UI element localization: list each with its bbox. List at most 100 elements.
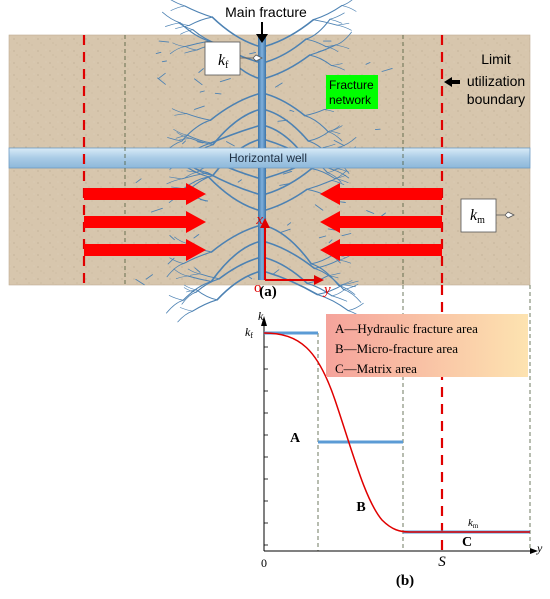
fracture-branch bbox=[342, 284, 356, 288]
region-b-label: B bbox=[356, 500, 365, 515]
main-fracture-top bbox=[258, 35, 266, 148]
flow-arrow bbox=[320, 183, 442, 205]
fracture-branch bbox=[311, 168, 335, 179]
fracture-branch bbox=[187, 268, 201, 275]
fracture-branch bbox=[183, 176, 209, 190]
fracture-branch bbox=[158, 40, 170, 43]
fracture-branch bbox=[218, 257, 259, 280]
fracture-branch bbox=[277, 119, 288, 122]
limit-boundary-label: Limit utilization boundary bbox=[444, 51, 525, 107]
fracture-branch bbox=[327, 172, 342, 183]
fracture-branch bbox=[265, 241, 316, 270]
fracture-branch bbox=[341, 0, 353, 6]
fracture-branch bbox=[339, 137, 357, 148]
fracture-branch bbox=[246, 275, 253, 280]
fracture-branch bbox=[155, 51, 162, 55]
fracture-branch bbox=[177, 310, 193, 323]
fracture-branch bbox=[181, 119, 211, 142]
fracture-branch bbox=[209, 93, 259, 121]
caption-b: (b) bbox=[396, 573, 414, 589]
fracture-branch bbox=[282, 170, 293, 175]
fracture-branch bbox=[341, 5, 357, 12]
fracture-branch bbox=[305, 18, 331, 40]
fracture-branch bbox=[166, 263, 185, 278]
fracture-branch bbox=[182, 280, 212, 301]
fracture-branch bbox=[174, 113, 187, 116]
fracture-branch bbox=[336, 24, 352, 31]
fracture-branch bbox=[168, 295, 184, 301]
fracture-branch bbox=[249, 52, 256, 55]
legend-item-b: B—Micro-fracture area bbox=[335, 341, 458, 356]
fracture-branch bbox=[184, 5, 213, 18]
fracture-branch bbox=[327, 131, 343, 142]
fracture-branch bbox=[186, 113, 211, 121]
fracture-branch bbox=[318, 235, 327, 239]
fracture-branch bbox=[343, 289, 362, 303]
fracture-branch bbox=[331, 170, 347, 181]
fracture-branch bbox=[183, 287, 197, 293]
fracture-branch bbox=[306, 179, 333, 190]
legend-item-a: A—Hydraulic fracture area bbox=[335, 321, 478, 336]
svg-text:kf: kf bbox=[218, 52, 229, 71]
fracture-branch bbox=[166, 299, 184, 314]
fracture-branch bbox=[196, 141, 204, 144]
fracture-branch bbox=[165, 22, 181, 27]
fracture-branch bbox=[312, 19, 338, 26]
fracture-branch bbox=[169, 235, 175, 241]
fracture-branch bbox=[199, 90, 205, 93]
fracture-branch bbox=[265, 109, 310, 142]
svg-text:Fracture: Fracture bbox=[329, 78, 374, 92]
flow-arrow bbox=[84, 183, 206, 205]
fracture-branch bbox=[199, 273, 220, 280]
fracture-branch bbox=[188, 16, 213, 26]
fracture-branch bbox=[161, 60, 167, 63]
fracture-branch bbox=[175, 25, 190, 29]
fracture-branch bbox=[178, 138, 191, 141]
fracture-branch bbox=[182, 140, 186, 145]
fracture-branch bbox=[184, 40, 210, 48]
region-c-label: C bbox=[462, 535, 472, 550]
horizontal-well bbox=[8, 147, 531, 169]
fracture-branch bbox=[381, 67, 393, 72]
fracture-branch bbox=[309, 54, 332, 66]
fracture-branch bbox=[196, 289, 218, 301]
fracture-branch bbox=[287, 222, 292, 226]
fracture-branch bbox=[316, 284, 344, 295]
fracture-branch bbox=[347, 302, 364, 311]
permeability-curve bbox=[263, 332, 530, 533]
fracture-branch bbox=[170, 0, 185, 7]
fracture-branch bbox=[366, 210, 375, 214]
legend-item-c: C—Matrix area bbox=[335, 361, 417, 376]
fracture-branch bbox=[237, 179, 242, 183]
fracture-branch bbox=[193, 234, 200, 239]
svg-text:utilization: utilization bbox=[467, 73, 525, 89]
fracture-branch bbox=[265, 167, 313, 195]
fracture-branch bbox=[312, 5, 343, 21]
fracture-branch bbox=[331, 65, 345, 71]
fracture-branch bbox=[207, 176, 259, 211]
fracture-branch bbox=[169, 46, 186, 55]
fracture-branch bbox=[190, 137, 214, 146]
fracture-branch bbox=[365, 62, 371, 65]
fracture-network-label: Fracture network bbox=[326, 75, 378, 109]
svg-text:network: network bbox=[329, 93, 372, 107]
horizontal-well-label: Horizontal well bbox=[229, 151, 307, 165]
fracture-branch bbox=[177, 22, 194, 31]
fracture-branch bbox=[186, 47, 198, 51]
fracture-branch bbox=[305, 38, 327, 48]
fracture-branch bbox=[307, 130, 330, 142]
fracture-branch bbox=[336, 22, 350, 26]
fracture-branch bbox=[265, 38, 307, 63]
svg-text:Limit: Limit bbox=[481, 51, 511, 67]
fracture-branch bbox=[183, 284, 197, 291]
fracture-branch bbox=[328, 239, 333, 244]
fracture-branch bbox=[329, 18, 343, 24]
fracture-branch bbox=[342, 280, 359, 286]
fracture-branch bbox=[316, 293, 349, 312]
fracture-branch bbox=[194, 78, 203, 86]
fracture-branch bbox=[184, 49, 198, 54]
fracture-branch bbox=[187, 134, 212, 144]
fracture-branch bbox=[172, 42, 186, 47]
fracture-branch bbox=[265, 54, 311, 79]
fracture-branch bbox=[265, 18, 315, 47]
